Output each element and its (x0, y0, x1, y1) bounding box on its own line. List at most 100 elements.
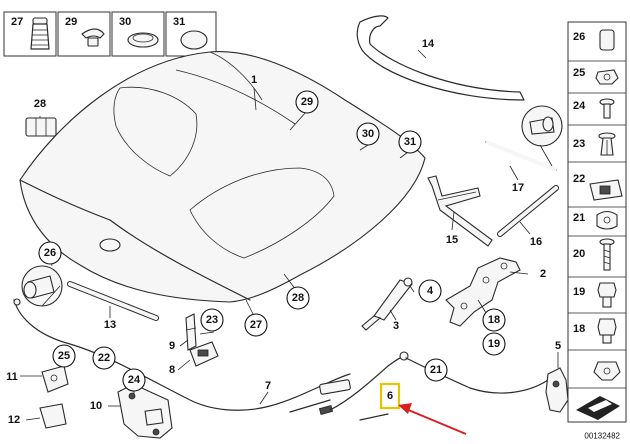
callout-29[interactable]: 29 (295, 90, 319, 114)
callout-30[interactable]: 30 (356, 122, 380, 146)
callout-label-24: 24 (128, 374, 141, 386)
part-number-22: 22 (573, 173, 585, 185)
grommet-icon (127, 32, 159, 48)
callout-31[interactable]: 31 (398, 130, 422, 154)
side-parts-column: 26 25 24 23 (567, 21, 627, 423)
label-part-14[interactable]: 14 (422, 38, 435, 50)
label-part-1[interactable]: 1 (251, 74, 257, 86)
callout-label-21: 21 (430, 364, 442, 376)
label-part-7[interactable]: 7 (265, 380, 271, 392)
label-part-8[interactable]: 8 (169, 364, 175, 376)
side-part-20[interactable]: 20 (568, 238, 626, 278)
label-part-16[interactable]: 16 (530, 236, 542, 248)
part-number-26: 26 (573, 31, 585, 43)
callout-label-30: 30 (362, 128, 374, 140)
bracket-clip-icon (589, 179, 623, 201)
plug-cap-icon (81, 28, 105, 47)
clip-nut-icon (595, 69, 619, 85)
lock-part-10[interactable] (117, 383, 173, 439)
label-part-9[interactable]: 9 (169, 340, 175, 352)
bracket-part-12[interactable] (25, 403, 67, 429)
label-part-17[interactable]: 17 (512, 182, 524, 194)
part-number-31: 31 (173, 16, 185, 28)
callout-24[interactable]: 24 (122, 368, 146, 392)
side-part-24[interactable]: 24 (568, 98, 626, 126)
part-28-strip[interactable] (25, 117, 57, 137)
cap-nut-icon (599, 29, 615, 51)
callout-23[interactable]: 23 (200, 308, 224, 332)
side-part-empty-2 (576, 396, 620, 420)
round-plug-icon (180, 30, 208, 50)
callout-label-18: 18 (488, 314, 500, 326)
side-part-23[interactable]: 23 (568, 132, 626, 163)
bolt-icon (599, 238, 615, 271)
callout-21[interactable]: 21 (424, 358, 448, 382)
seal-strip-part-13[interactable] (67, 281, 159, 321)
label-part-12[interactable]: 12 (8, 414, 20, 426)
label-part-10[interactable]: 10 (90, 400, 102, 412)
label-part-28[interactable]: 28 (34, 98, 46, 110)
hinge-part-2[interactable] (445, 257, 521, 327)
top-part-box-31[interactable]: 31 (165, 11, 217, 57)
label-part-5[interactable]: 5 (555, 340, 561, 352)
side-part-26[interactable]: 26 (568, 29, 626, 62)
side-part-22[interactable]: 22 (568, 173, 626, 208)
seal-clip-detail (21, 265, 63, 307)
expanding-rivet-icon (598, 132, 616, 156)
label-part-6: 6 (387, 390, 393, 402)
callout-28[interactable]: 28 (286, 286, 310, 310)
seal-part-14[interactable] (356, 15, 525, 101)
part-number-20: 20 (573, 248, 585, 260)
plain-labels: 1 14 17 15 16 2 13 3 9 8 7 11 10 12 5 28 (6, 38, 561, 426)
clip-part-9[interactable] (185, 313, 197, 351)
side-part-19[interactable]: 19 (568, 282, 626, 314)
callout-label-19: 19 (488, 338, 500, 350)
callout-4[interactable]: 4 (418, 279, 442, 303)
top-parts-row: 27 29 30 (3, 11, 217, 57)
rod-part-16[interactable] (497, 185, 559, 237)
clip-part-8[interactable] (189, 341, 219, 367)
part-number-23: 23 (573, 138, 585, 150)
cable-clip-icon (596, 210, 618, 230)
bracket-part-15[interactable] (427, 175, 493, 247)
highlighted-part-6[interactable]: 6 (379, 382, 401, 410)
callout-19[interactable]: 19 (482, 332, 506, 356)
part-number-30: 30 (119, 16, 131, 28)
red-arrow-icon (398, 403, 467, 435)
part-number-24: 24 (573, 100, 586, 112)
side-part-21[interactable]: 21 (568, 210, 626, 237)
callout-label-25: 25 (58, 350, 70, 362)
callout-22[interactable]: 22 (92, 346, 116, 370)
part-number-18: 18 (573, 323, 585, 335)
part-number-19: 19 (573, 286, 585, 298)
side-part-18[interactable]: 18 (568, 318, 626, 351)
rod-part-17[interactable] (485, 105, 563, 172)
part-number-21: 21 (573, 212, 585, 224)
callout-label-29: 29 (301, 96, 313, 108)
label-part-13[interactable]: 13 (104, 319, 116, 331)
top-part-box-29[interactable]: 29 (57, 11, 111, 57)
label-part-15[interactable]: 15 (446, 234, 458, 246)
label-part-11[interactable]: 11 (6, 371, 18, 383)
hex-bolt-icon (597, 282, 617, 308)
reference-number: 00132482 (584, 432, 620, 441)
callout-26[interactable]: 26 (38, 241, 62, 265)
bowden-cable-part-7[interactable] (13, 298, 351, 415)
callout-label-31: 31 (404, 136, 416, 148)
callout-25[interactable]: 25 (52, 344, 76, 368)
pictogram-icon (576, 396, 620, 420)
top-part-box-27[interactable]: 27 (3, 11, 57, 57)
callout-18[interactable]: 18 (482, 308, 506, 332)
gas-strut-part-3[interactable] (361, 277, 413, 331)
side-part-25[interactable]: 25 (568, 67, 626, 94)
callout-27[interactable]: 27 (244, 313, 268, 337)
latch-part-5[interactable] (545, 352, 569, 413)
rubber-buffer-icon (30, 17, 50, 50)
bonnet-part[interactable] (19, 50, 426, 303)
bracket-part-11[interactable] (20, 365, 69, 393)
callout-label-22: 22 (98, 352, 110, 364)
top-part-box-30[interactable]: 30 (111, 11, 165, 57)
callout-label-26: 26 (44, 247, 56, 259)
label-part-3[interactable]: 3 (393, 320, 399, 332)
label-part-2[interactable]: 2 (540, 268, 546, 280)
